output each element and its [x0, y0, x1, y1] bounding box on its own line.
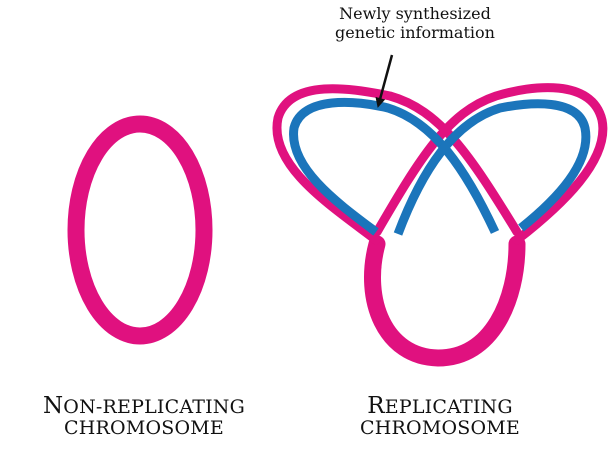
new-strand-right-wing — [398, 104, 586, 234]
annotation-line-2: genetic information — [300, 23, 530, 42]
replicating-initial: R — [367, 393, 385, 419]
non-replicating-label-line-1: NON-REPLICATING — [20, 396, 268, 418]
non-replicating-rest: ON-REPLICATING — [63, 396, 245, 418]
replicating-rest: EPLICATING — [385, 396, 513, 418]
annotation-line-1: Newly synthesized — [300, 4, 530, 23]
annotation-label: Newly synthesized genetic information — [300, 4, 530, 42]
non-replicating-initial: N — [43, 393, 63, 419]
replicating-bottom-loop — [372, 244, 517, 358]
non-replicating-chromosome-ring — [76, 124, 204, 336]
non-replicating-label-line-2: CHROMOSOME — [20, 418, 268, 439]
replicating-label-line-1: REPLICATING — [340, 396, 540, 418]
replicating-label-line-2: CHROMOSOME — [340, 418, 540, 439]
replicating-label: REPLICATING CHROMOSOME — [340, 396, 540, 439]
non-replicating-label: NON-REPLICATING CHROMOSOME — [20, 396, 268, 439]
